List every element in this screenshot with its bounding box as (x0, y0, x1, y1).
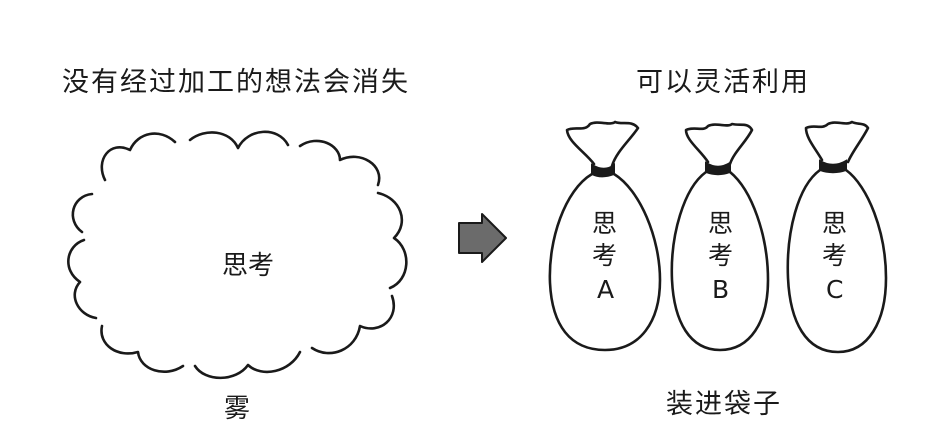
bag-b-letter: B (712, 275, 729, 304)
left-title: 没有经过加工的想法会消失 (62, 67, 410, 98)
bag-c: 思 考 C (786, 120, 888, 354)
right-arrow-icon (458, 213, 507, 263)
bag-c-letter: C (826, 275, 843, 304)
bag-caption: 装进袋子 (666, 389, 782, 420)
bag-b-line1: 思 (708, 209, 733, 238)
bag-b: 思 考 B (670, 122, 770, 352)
bag-a-line1: 思 (592, 209, 617, 238)
fog-label: 雾 (224, 394, 251, 424)
fog-cloud: 思考 (67, 130, 408, 380)
bag-a-line2: 考 (592, 241, 617, 270)
cloud-label: 思考 (222, 251, 274, 281)
bag-a-letter: A (597, 275, 614, 304)
bag-b-line2: 考 (708, 241, 733, 270)
bag-c-line2: 考 (822, 241, 847, 270)
right-title: 可以灵活利用 (636, 67, 810, 98)
bag-a: 思 考 A (548, 120, 662, 352)
bag-c-line1: 思 (822, 209, 847, 238)
